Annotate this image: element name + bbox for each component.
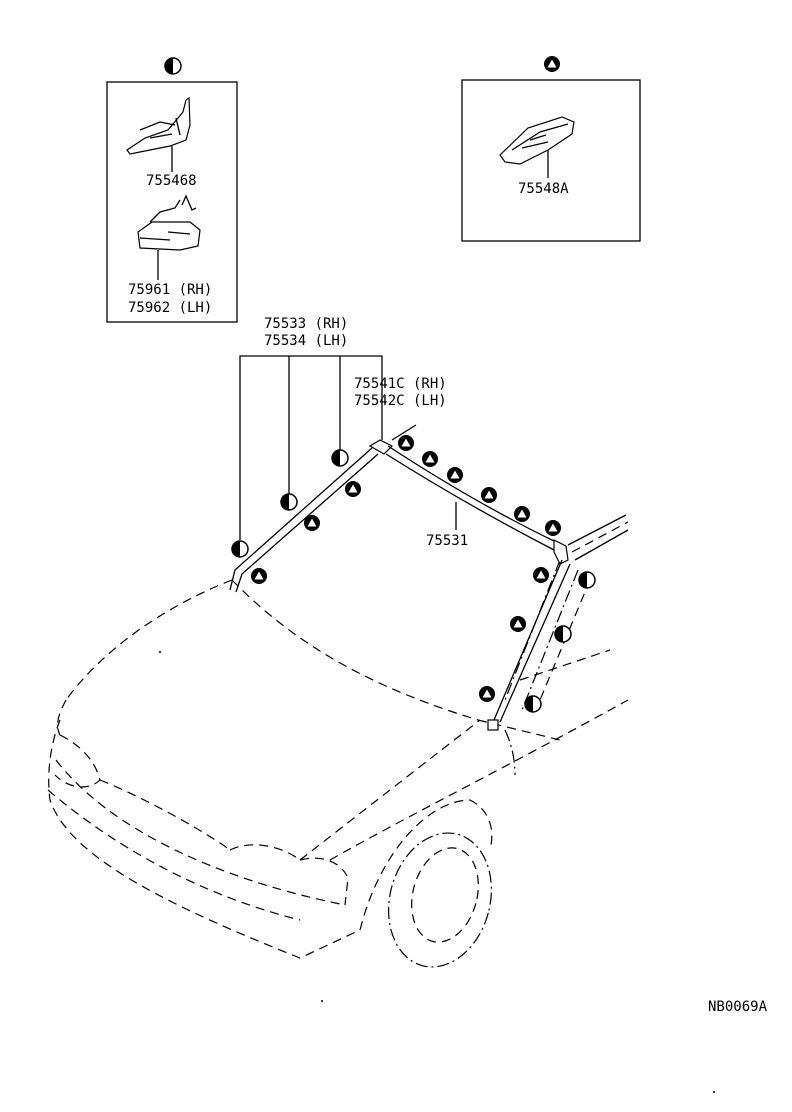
inset-frame-left [106,81,238,323]
clip-75548A-drawing [499,116,575,178]
inset-frame-right [461,79,641,242]
triangle-circle-icon [345,481,361,497]
clip-75961-drawing [137,194,201,280]
triangle-circle-icon [533,567,549,583]
half-circle-icon [524,695,542,713]
clip-755468-drawing [126,96,191,172]
speck [321,1000,323,1002]
inset-box-right: 75548A [461,56,641,242]
part-number-755468: 755468 [146,173,197,189]
leader-lines [239,355,457,540]
diagram-code: NB0069A [708,999,768,1015]
half-circle-icon [164,57,182,75]
triangle-circle-icon [514,506,530,522]
triangle-circle-icon [251,568,267,584]
triangle-circle-icon [447,467,463,483]
part-number-75962: 75962 (LH) [128,300,212,316]
inset-box-left: 755468 75961 (RH) 75962 (LH) [106,57,238,323]
triangle-circle-icon [422,451,438,467]
part-number-75961: 75961 (RH) [128,282,212,298]
part-number-75541C: 75541C (RH) [354,376,447,392]
triangle-circle-icon [398,435,414,451]
triangle-circle-icon [304,515,320,531]
half-circle-icon [331,449,349,467]
speck [713,1091,715,1093]
fastener-symbols [231,435,596,713]
part-number-75542C: 75542C (LH) [354,393,447,409]
half-circle-icon [578,571,596,589]
half-circle-icon [231,540,249,558]
car-body [47,514,629,968]
speck [159,651,161,653]
part-number-75533: 75533 (RH) [264,316,348,332]
part-number-75548A: 75548A [518,181,569,197]
half-circle-icon [554,625,572,643]
triangle-circle-icon [544,56,560,72]
half-circle-icon [280,493,298,511]
part-number-75531: 75531 [426,533,468,549]
moldings [229,424,571,731]
part-number-75534: 75534 (LH) [264,333,348,349]
triangle-circle-icon [481,487,497,503]
triangle-circle-icon [479,686,495,702]
triangle-circle-icon [510,616,526,632]
triangle-circle-icon [545,520,561,536]
